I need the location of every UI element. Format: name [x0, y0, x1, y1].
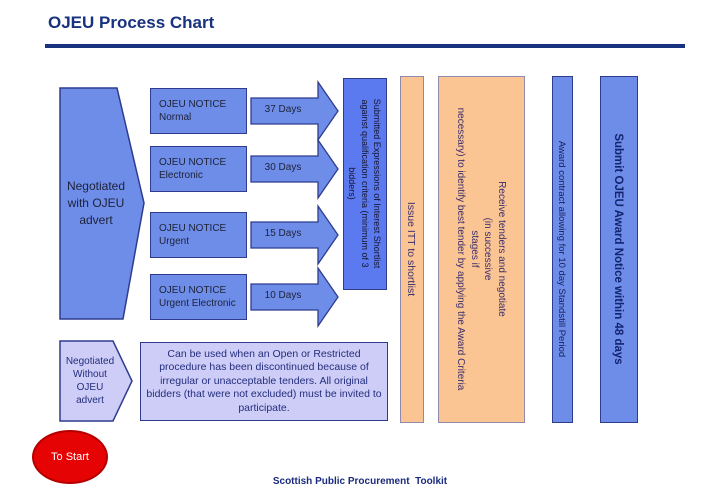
- stage-bar-submit-notice: Submit OJEU Award Notice within 48 days: [600, 76, 638, 423]
- stage-bar-issue-itt: Issue ITT to shortlist: [400, 76, 424, 423]
- stage-bar-receive-tenders-label: Receive tenders and negotiate (in succes…: [455, 107, 508, 391]
- title-underline: [45, 44, 685, 48]
- footer-text: Scottish Public Procurement Toolkit: [272, 476, 448, 487]
- notice-box-normal: OJEU NOTICE Normal: [150, 88, 247, 134]
- days-label-15: 15 Days: [264, 228, 302, 239]
- chevron-right-shape: [59, 340, 133, 422]
- days-label-37: 37 Days: [264, 104, 302, 115]
- to-start-button[interactable]: To Start: [32, 430, 108, 484]
- negotiated-with-advert-label: Negotiated with OJEU advert: [66, 179, 126, 227]
- stage-bar-issue-itt-label: Issue ITT to shortlist: [405, 201, 418, 297]
- arrow-right-icon-37-days: [250, 80, 339, 142]
- stage-bar-shortlist: Submitted Expressions of Interest Shortl…: [343, 78, 387, 290]
- chevron-right-shape: [59, 87, 145, 320]
- days-label-30: 30 Days: [264, 162, 302, 173]
- negotiated-without-advert-label: Negotiated Without OJEU advert: [65, 356, 115, 406]
- stage-bar-receive-tenders: Receive tenders and negotiate (in succes…: [438, 76, 525, 423]
- stage-bar-award-contract-label: Award contract allowing for 10 day Stand…: [556, 140, 568, 358]
- negotiated-with-advert-shape: Negotiated with OJEU advert: [59, 87, 145, 320]
- notice-box-electronic: OJEU NOTICE Electronic: [150, 146, 247, 192]
- arrow-right-icon-10-days: [250, 266, 339, 328]
- stage-bar-submit-notice-label: Submit OJEU Award Notice within 48 days: [612, 133, 625, 365]
- notice-box-urgent-electronic: OJEU NOTICE Urgent Electronic: [150, 274, 247, 320]
- note-box: Can be used when an Open or Restricted p…: [140, 342, 388, 421]
- days-label-10: 10 Days: [264, 290, 302, 301]
- notice-box-urgent: OJEU NOTICE Urgent: [150, 212, 247, 258]
- negotiated-without-advert-shape: Negotiated Without OJEU advert: [59, 340, 133, 422]
- arrow-right-icon-15-days: [250, 204, 339, 266]
- page-title: OJEU Process Chart: [48, 13, 215, 32]
- stage-bar-shortlist-label: Submitted Expressions of Interest Shortl…: [347, 98, 383, 269]
- stage-bar-award-contract: Award contract allowing for 10 day Stand…: [552, 76, 573, 423]
- arrow-right-icon-30-days: [250, 138, 339, 200]
